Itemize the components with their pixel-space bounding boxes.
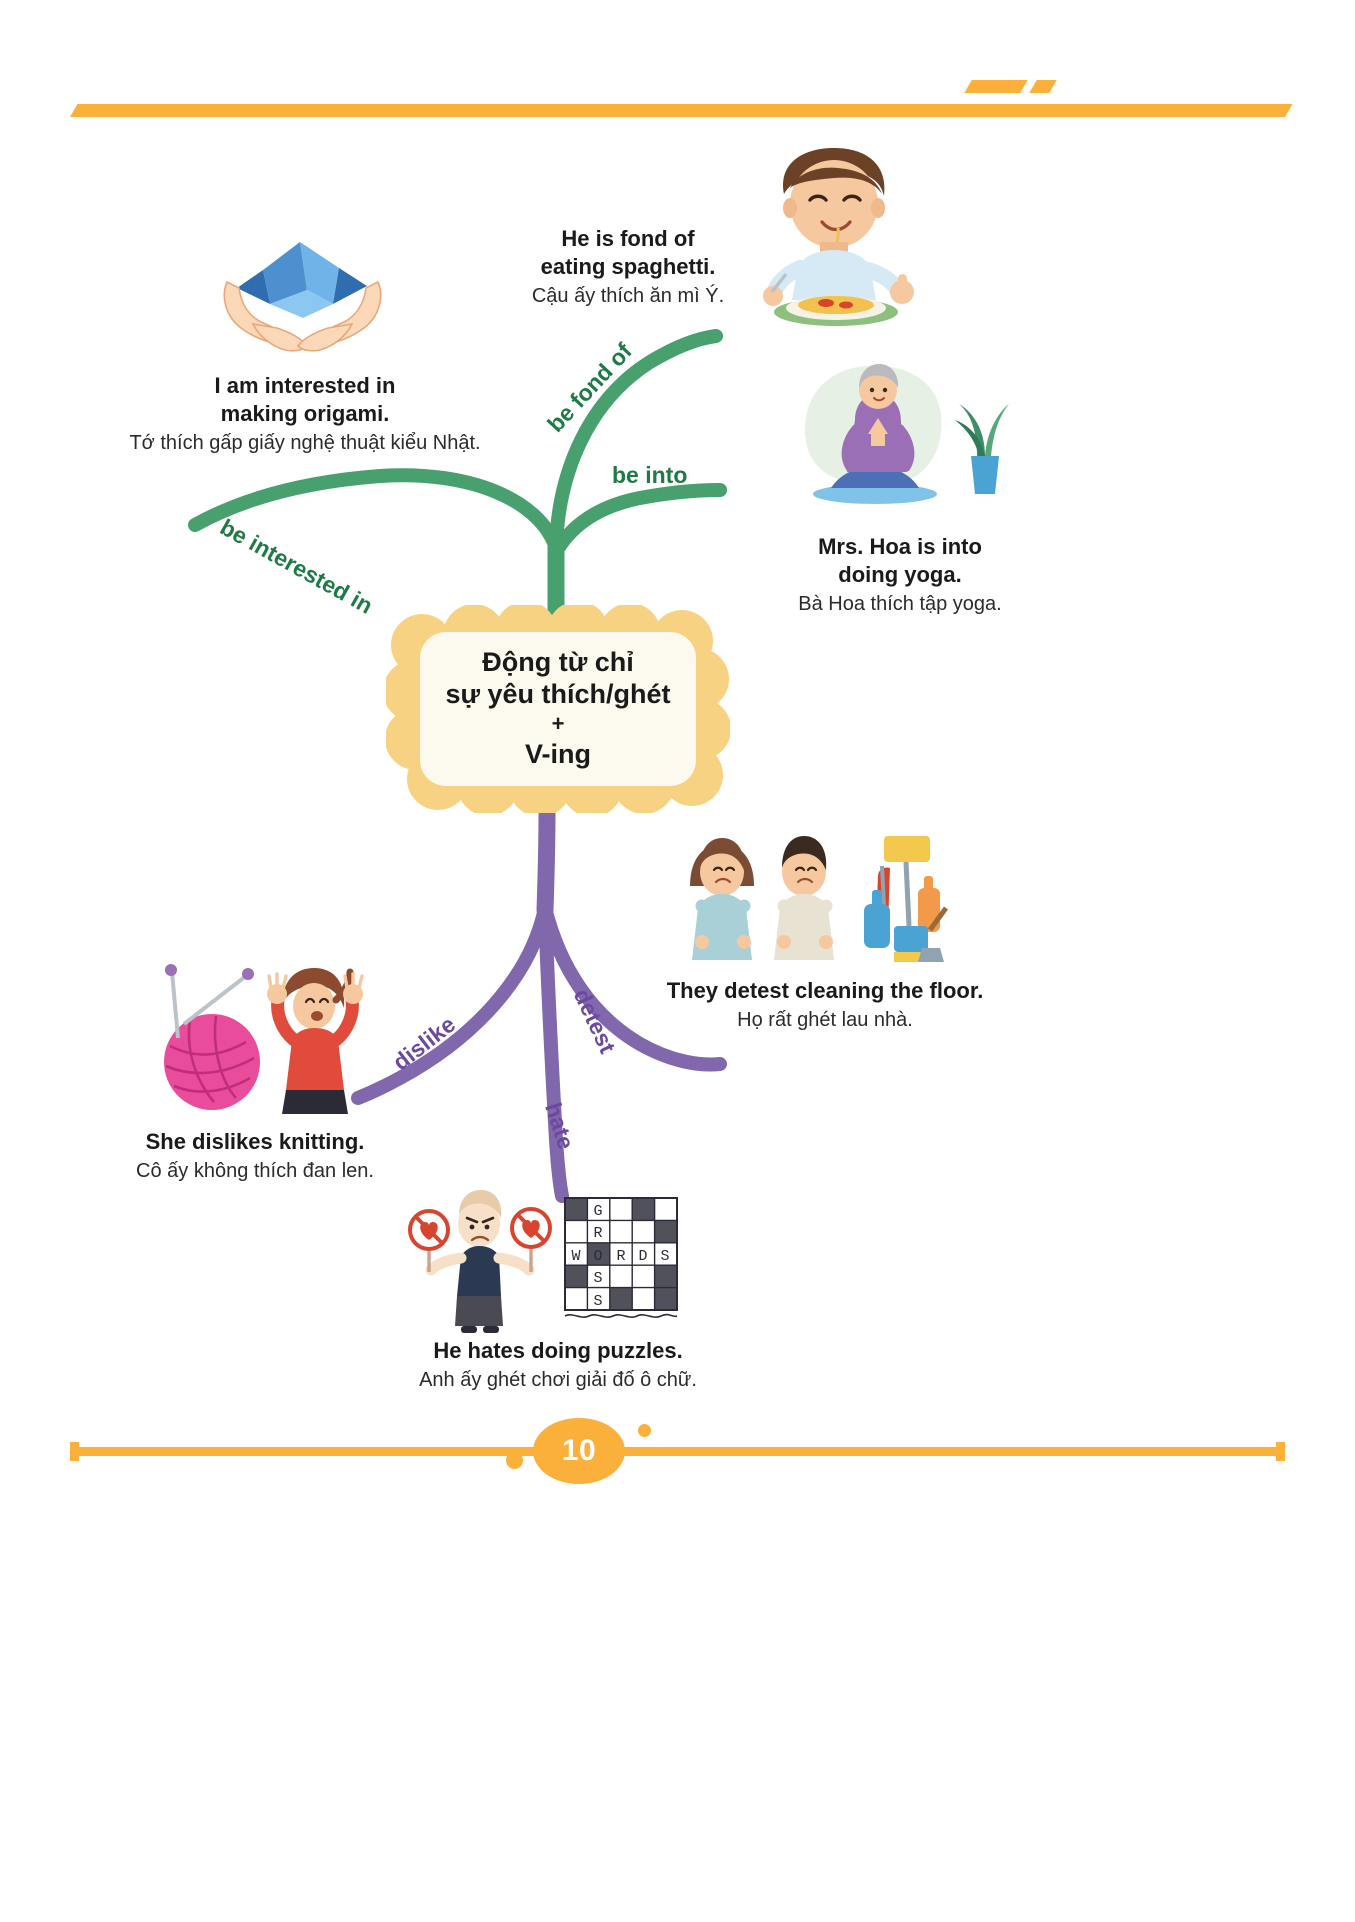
center-plus-sign: +	[551, 711, 565, 737]
caption-vietnamese: Cô ấy không thích đan len.	[136, 1160, 374, 1183]
example-caption-knitting: She dislikes knitting. Cô ấy không thích…	[100, 1128, 410, 1184]
caption-vietnamese: Anh ấy ghét chơi giải đố ô chữ.	[419, 1369, 697, 1392]
page-number-blob	[506, 1418, 651, 1484]
header-dash-long	[964, 80, 1028, 93]
footer-left-cap	[70, 1442, 79, 1461]
example-caption-detest-floor: They detest cleaning the floor. Họ rất g…	[630, 977, 1020, 1033]
caption-vietnamese: Tớ thích gấp giấy nghệ thuật kiểu Nhật.	[129, 432, 481, 455]
caption-english: He is fond of eating spaghetti.	[498, 225, 758, 281]
branch-label-be-interested-in: be interested in	[215, 513, 378, 619]
people-refusing-cleaning-supplies-icon	[678, 830, 950, 970]
caption-english-line-1: They detest cleaning the floor.	[666, 978, 984, 1003]
svg-text:G: G	[593, 1203, 602, 1220]
caption-english-line-1: He is fond of	[561, 226, 695, 251]
footer-accent-bar	[70, 1447, 1285, 1456]
svg-text:O: O	[593, 1248, 602, 1265]
caption-english-line-2: making origami.	[220, 401, 390, 427]
svg-text:S: S	[660, 1248, 669, 1265]
caption-english-line-1: She dislikes knitting.	[145, 1129, 365, 1154]
example-caption-yoga: Mrs. Hoa is into doing yoga. Bà Hoa thíc…	[760, 533, 1040, 617]
svg-text:R: R	[616, 1248, 625, 1265]
caption-english: She dislikes knitting.	[100, 1128, 410, 1156]
caption-english-line-1: Mrs. Hoa is into	[818, 534, 982, 559]
branch-label-dislike: dislike	[387, 1010, 461, 1076]
yarn-ball-frustrated-woman-icon	[150, 962, 385, 1117]
example-caption-origami: I am interested in making origami. Tớ th…	[100, 372, 510, 456]
footer-right-cap	[1276, 1442, 1285, 1461]
caption-english-line-1: I am interested in	[214, 373, 396, 398]
woman-doing-yoga-icon	[795, 360, 1010, 525]
branch-label-hate: hate	[540, 1099, 580, 1153]
svg-text:S: S	[593, 1293, 602, 1310]
caption-english: He hates doing puzzles.	[368, 1337, 748, 1365]
page-number-badge: 10	[503, 1418, 678, 1500]
svg-text:R: R	[593, 1225, 602, 1242]
center-line-4: V-ing	[525, 739, 591, 770]
angry-man-crossword-puzzle-icon: G R W O R D S S S	[395, 1190, 685, 1335]
svg-text:S: S	[593, 1270, 602, 1287]
caption-vietnamese: Bà Hoa thích tập yoga.	[798, 593, 1002, 616]
example-caption-spaghetti: He is fond of eating spaghetti. Cậu ấy t…	[498, 225, 758, 309]
header-accent-bar	[70, 104, 1293, 117]
svg-text:W: W	[571, 1248, 580, 1265]
page-number-text: 10	[561, 1434, 597, 1467]
hands-holding-origami-crane-icon	[215, 212, 390, 362]
caption-english-line-2: doing yoga.	[838, 562, 962, 588]
center-line-2: sự yêu thích/ghét	[445, 678, 671, 709]
caption-vietnamese: Cậu ấy thích ăn mì Ý.	[531, 285, 725, 308]
example-caption-puzzles: He hates doing puzzles. Anh ấy ghét chơi…	[368, 1337, 748, 1393]
boy-eating-spaghetti-icon	[742, 142, 927, 332]
center-line-1: Động từ chỉ	[482, 646, 634, 677]
caption-vietnamese: Họ rất ghét lau nhà.	[737, 1009, 913, 1032]
caption-english: They detest cleaning the floor.	[630, 977, 1020, 1005]
branch-label-be-fond-of: be fond of	[542, 338, 637, 438]
center-node-text: Động từ chỉ sự yêu thích/ghét + V-ing	[420, 632, 696, 786]
branch-label-detest: detest	[568, 984, 621, 1058]
branch-label-be-into: be into	[612, 462, 688, 488]
header-dash-short	[1029, 80, 1057, 93]
mindmap-center-node: Động từ chỉ sự yêu thích/ghét + V-ing	[386, 605, 730, 813]
caption-english-line-1: He hates doing puzzles.	[433, 1338, 683, 1363]
svg-text:D: D	[638, 1248, 647, 1265]
caption-english: Mrs. Hoa is into doing yoga.	[760, 533, 1040, 589]
caption-english-line-2: eating spaghetti.	[540, 254, 716, 280]
caption-english: I am interested in making origami.	[100, 372, 510, 428]
